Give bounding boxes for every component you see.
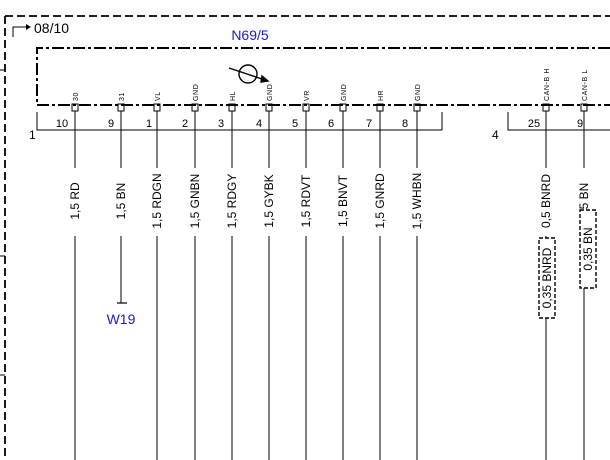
pin-number: 10 [56, 118, 68, 130]
alt-wire-box [579, 209, 597, 289]
pin-signal-label: CAN-B L [582, 69, 589, 101]
pin-signal-label: 31 [119, 92, 126, 101]
connector-right-label: 4 [492, 128, 499, 142]
pin-group: HR 7 1,5 GNRD [366, 90, 387, 460]
pin-number: 2 [182, 118, 188, 130]
pin-group: 31 9 1,5 BN [108, 92, 128, 303]
wire-label: 1,5 RDGN [150, 173, 164, 228]
pin-signal-label: HL [230, 91, 237, 101]
pin-group: CAN-B L90,5 BN0,35 BN [577, 69, 597, 460]
wire-label: 0,5 BNRD [539, 174, 553, 228]
wire-label: 1,5 RD [68, 182, 82, 220]
pin-number: 6 [328, 118, 334, 130]
pin-group: GND 4 1,5 GYBK [256, 84, 276, 460]
pin-number: 8 [402, 118, 408, 130]
wire-label: 1,5 GNRD [373, 173, 387, 229]
pin-number: 25 [528, 118, 540, 130]
pin-signal-label: CAN-B H [544, 68, 551, 101]
pin-list: 30 10 1,5 RD 31 9 1,5 BN VL 1 1,5 RDGN GND 2 1,5 GN… [56, 68, 597, 460]
wire-label: 1,5 BN [114, 183, 128, 220]
motor-icon [228, 64, 270, 84]
alt-wire-label: 0,35 BNRD [540, 247, 554, 308]
pin-signal-label: VL [155, 91, 162, 101]
wire-label: 1,5 GNBN [188, 174, 202, 229]
page-ref: 08/10 [34, 20, 69, 36]
pin-group: GND 2 1,5 GNBN [182, 84, 202, 460]
pin-group: HL 3 1,5 RDGY [218, 91, 239, 460]
pin-number: 1 [146, 118, 152, 130]
alt-wire-label: 0,35 BN [581, 227, 595, 270]
pin-number: 4 [256, 118, 262, 130]
pin-group: 30 10 1,5 RD [56, 92, 82, 460]
pin-signal-label: 30 [73, 92, 80, 101]
pin-signal-label: GND [415, 84, 422, 101]
wire-label: 1,5 RDVT [299, 174, 313, 227]
pin-number: 9 [108, 118, 114, 130]
pin-number: 9 [577, 118, 583, 130]
pin-signal-label: GND [341, 84, 348, 101]
alt-wire-box [538, 237, 556, 319]
edge-ticks [0, 69, 5, 376]
pin-group: CAN-B H 25 0,5 BNRD 0,35 BNRD [528, 68, 556, 460]
ground-label: W19 [107, 311, 136, 327]
pin-signal-label: HR [378, 90, 385, 101]
module-name: N69/5 [231, 27, 269, 43]
wire-label: 1,5 GYBK [262, 174, 276, 227]
pin-signal-label: VR [304, 90, 311, 101]
connector-rails [36, 112, 610, 131]
pin-group: VR 5 1,5 RDVT [292, 90, 313, 460]
pin-group: VL 1 1,5 RDGN [146, 91, 164, 460]
pin-number: 3 [218, 118, 224, 130]
pin-group: GND 8 1,5 WHBN [402, 84, 424, 460]
pin-signal-label: GND [267, 84, 274, 101]
pin-number: 7 [366, 118, 372, 130]
wire-label: 1,5 WHBN [410, 173, 424, 230]
page-ref-arrow-icon [12, 24, 31, 37]
pin-number: 5 [292, 118, 298, 130]
wire-label: 1,5 BNVT [336, 174, 350, 227]
pin-signal-label: GND [193, 84, 200, 101]
pin-group: GND 6 1,5 BNVT [328, 84, 350, 460]
wire-label: 1,5 RDGY [225, 174, 239, 229]
page-frame [4, 15, 610, 460]
connector-left-label: 1 [29, 128, 36, 142]
